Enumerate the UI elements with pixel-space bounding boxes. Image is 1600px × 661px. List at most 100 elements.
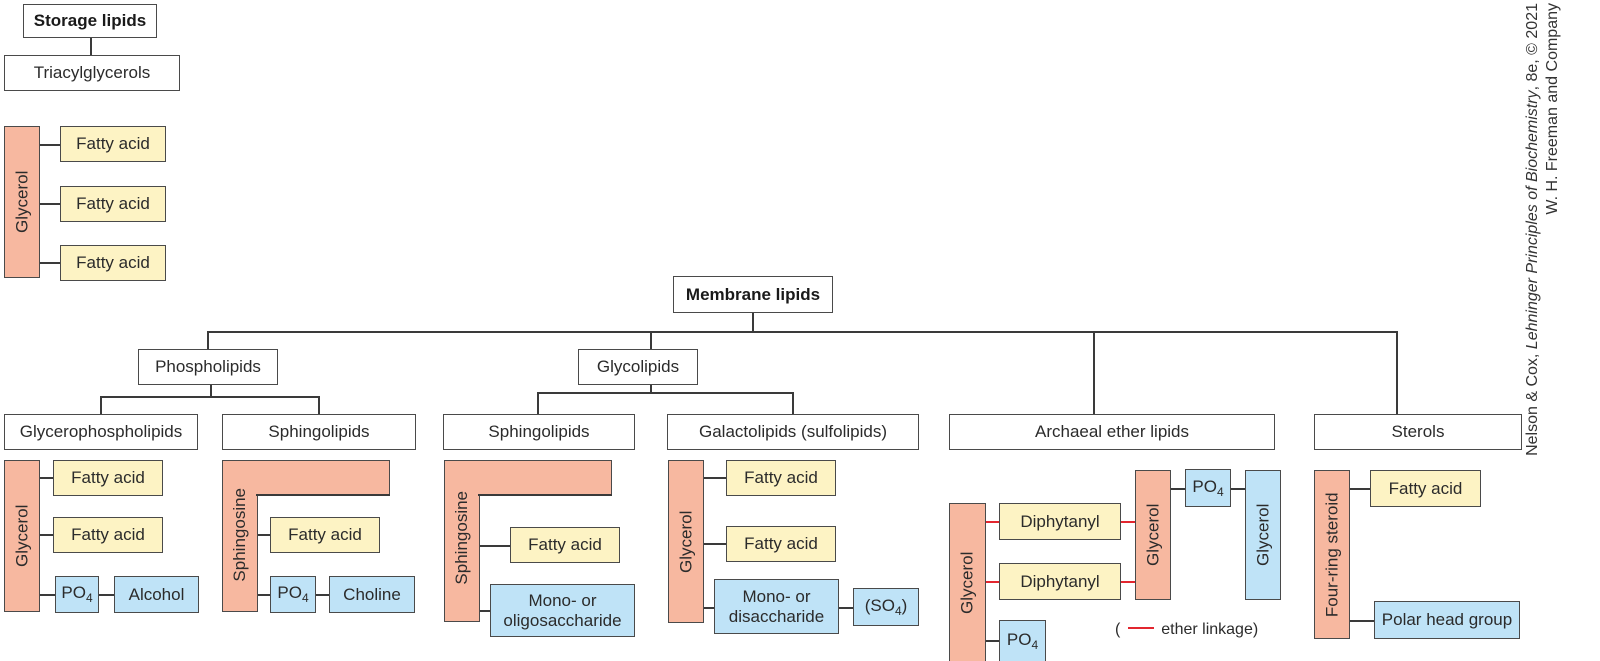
bond-line [480,545,510,547]
bond-line [1171,488,1185,490]
glycolipids-box: Glycolipids [578,349,698,385]
head-label: Glycerol [1253,503,1273,567]
glyco-sphingosine-backbone: Sphingosine [444,490,480,622]
fatty-acid-label: Fatty acid [71,525,145,545]
sphingolipid-phosphate: PO4 [270,576,316,613]
galactolipid-fatty-acid-1: Fatty acid [726,460,836,496]
fatty-acid-label: Fatty acid [1388,478,1463,498]
glyco-sphingolipids-box: Sphingolipids [443,414,635,450]
fatty-acid-label: Fatty acid [76,194,150,214]
ether-linkage-legend: ( ether linkage) [1115,621,1258,639]
diphytanyl-chain-2: Diphytanyl [999,563,1121,600]
sulfate-label: (SO4) [864,595,908,618]
fatty-acid-label: Fatty acid [744,468,818,488]
diphytanyl-chain-1: Diphytanyl [999,503,1121,540]
sphingolipids-label: Sphingolipids [488,422,590,442]
connector [792,392,794,414]
triacylglycerols-box: Triacylglycerols [4,55,180,91]
glycerophospholipid-alcohol-head: Alcohol [114,576,199,613]
bond-line [704,477,726,479]
bond-line [40,144,60,146]
outline [478,494,612,496]
archaeal-glycerol-right: Glycerol [1135,470,1171,600]
glyco-sphingolipid-fatty-acid: Fatty acid [510,527,620,563]
phospholipids-label: Phospholipids [155,357,261,377]
fatty-acid-label: Fatty acid [76,134,150,154]
head-label-line1: Mono- or [528,590,597,610]
archaeal-glycerol-head: Glycerol [1245,470,1281,600]
ether-linkage-line [1121,521,1135,523]
archaeal-ether-lipids-box: Archaeal ether lipids [949,414,1275,450]
glycerophospholipid-glycerol-backbone: Glycerol [4,460,40,612]
connector [207,331,209,349]
phosphate-label: PO4 [277,583,309,606]
storage-glycerol-backbone: Glycerol [4,126,40,278]
backbone-label: Four-ring steroid [1322,492,1342,617]
phosphate-label: PO4 [61,583,93,606]
bond-line [704,543,726,545]
bond-line [316,594,329,596]
bond-line [986,640,999,642]
bond-line [40,534,53,536]
backbone-label: Glycerol [1143,503,1163,567]
fatty-acid-label: Fatty acid [288,525,362,545]
sphingolipid-fatty-acid: Fatty acid [270,517,380,553]
bond-line [40,594,55,596]
head-label-line2: disaccharide [728,606,825,626]
fatty-acid-label: Fatty acid [76,253,150,273]
ether-linkage-line [986,521,999,523]
connector [1093,331,1095,414]
outline [256,494,390,496]
phosphate-label: PO4 [1192,476,1224,499]
backbone-label: Glycerol [957,551,977,614]
glycerophospholipid-fatty-acid-1: Fatty acid [53,460,163,496]
phosphate-label: PO4 [1006,629,1039,652]
bond-line [480,610,490,612]
storage-lipids-title: Storage lipids [23,4,157,38]
bond-line [1231,488,1245,490]
head-label: Alcohol [128,584,185,604]
head-label: Polar head group [1381,610,1513,630]
galactolipids-label: Galactolipids (sulfolipids) [698,422,888,442]
legend-paren: ( [1115,621,1121,638]
bond-line [40,477,53,479]
copyright-credit: Nelson & Cox, Lehninger Principles of Bi… [1523,3,1563,508]
fatty-acid-label: Fatty acid [744,534,818,554]
archaeal-phosphate-top: PO4 [1185,469,1231,507]
connector [537,392,539,414]
sphingolipids-label: Sphingolipids [268,422,370,442]
sphingolipid-choline-head: Choline [329,576,415,613]
glycerophospholipid-fatty-acid-2: Fatty acid [53,517,163,553]
bond-line [1350,620,1374,622]
bond-line [839,607,853,609]
sterol-fatty-acid: Fatty acid [1370,470,1481,507]
connector [318,396,320,414]
glycerophospholipids-box: Glycerophospholipids [4,414,198,450]
bond-line [258,534,270,536]
legend-text: ether linkage) [1161,621,1259,638]
archaeal-label: Archaeal ether lipids [1034,422,1190,442]
diphytanyl-label: Diphytanyl [1020,571,1100,591]
backbone-label: Sphingosine [452,490,472,585]
triacylglycerols-label: Triacylglycerols [33,63,151,83]
sphingosine-top-arm [222,460,390,496]
sulfate-group: (SO4) [853,588,919,626]
ether-linkage-swatch [1127,627,1154,629]
connector [650,331,652,349]
bond-line [40,203,60,205]
connector [210,385,212,397]
head-label: Choline [343,584,401,604]
membrane-branch-line [207,331,1397,333]
backbone-label: Glycerol [12,504,32,568]
backbone-label: Sphingosine [230,487,250,582]
fatty-acid-label: Fatty acid [528,535,602,555]
sterols-box: Sterols [1314,414,1522,450]
ether-linkage-line [986,581,999,583]
connector [752,313,754,332]
credit-line-1: Nelson & Cox, Lehninger Principles of Bi… [1524,3,1541,456]
head-label-line1: Mono- or [742,586,811,606]
backbone-label: Glycerol [676,510,696,573]
galactolipid-glycerol-backbone: Glycerol [668,460,704,623]
